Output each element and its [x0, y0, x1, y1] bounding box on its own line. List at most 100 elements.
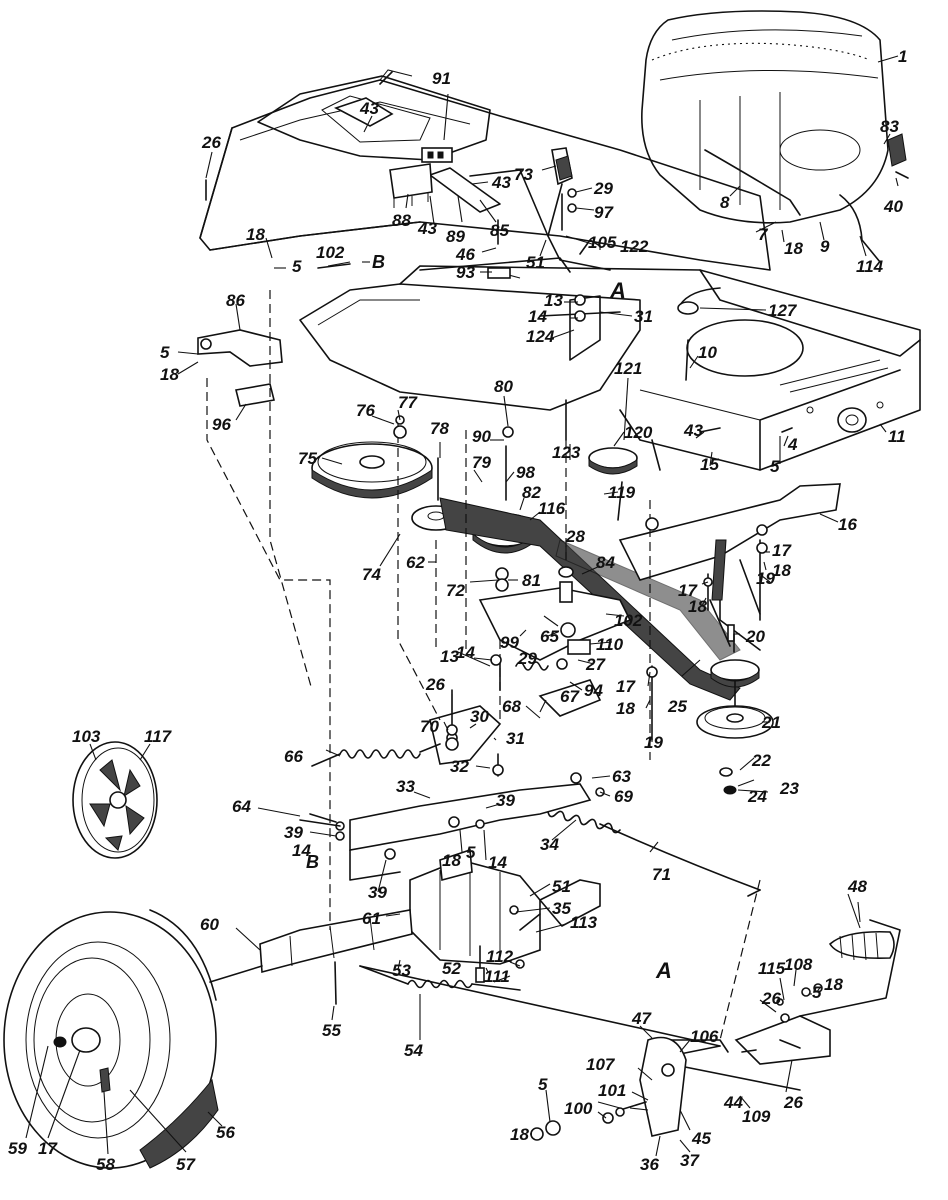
callout-101: 101	[598, 1081, 626, 1100]
callout-17c: 17	[616, 677, 636, 696]
callout-60: 60	[200, 915, 219, 934]
callout-52: 52	[442, 959, 461, 978]
callout-122: 122	[620, 237, 649, 256]
callout-117: 117	[144, 727, 173, 746]
callout-54: 54	[404, 1041, 423, 1060]
callout-105: 105	[588, 233, 617, 252]
callout-56: 56	[216, 1123, 235, 1142]
callout-37: 37	[680, 1151, 700, 1170]
assembly-lines	[206, 290, 761, 1041]
callout-1: 1	[898, 47, 907, 66]
left-brackets	[197, 329, 283, 407]
callout-A: A	[609, 278, 626, 303]
callout-39c: 39	[496, 791, 515, 810]
callout-18b: 18	[246, 225, 265, 244]
callout-17b: 17	[678, 581, 698, 600]
callout-102: 102	[316, 243, 345, 262]
callout-27: 27	[585, 655, 606, 674]
callout-19b: 19	[644, 733, 663, 752]
shift-linkage	[419, 147, 621, 361]
callout-B: B	[372, 252, 385, 272]
callout-19: 19	[756, 569, 775, 588]
callout-61: 61	[362, 909, 381, 928]
callout-5c: 5	[770, 457, 780, 476]
callout-85: 85	[490, 221, 509, 240]
callout-71: 71	[652, 865, 671, 884]
callout-80: 80	[494, 377, 513, 396]
callout-58: 58	[96, 1155, 115, 1174]
callout-18i: 18	[510, 1125, 529, 1144]
callout-31b: 31	[506, 729, 525, 748]
callout-26d: 26	[783, 1093, 803, 1112]
callout-93: 93	[456, 263, 475, 282]
callout-43c: 43	[491, 173, 511, 192]
callout-120: 120	[624, 423, 653, 442]
pulleys-belts	[311, 441, 774, 795]
callout-106: 106	[690, 1027, 719, 1046]
callout-21: 21	[761, 713, 781, 732]
callout-20: 20	[745, 627, 765, 646]
callout-5e: 5	[812, 983, 822, 1002]
rear-wheel	[3, 909, 219, 1169]
callout-91: 91	[432, 69, 451, 88]
callout-16: 16	[838, 515, 857, 534]
callout-33: 33	[396, 777, 415, 796]
callout-31: 31	[634, 307, 653, 326]
callout-36: 36	[640, 1155, 659, 1174]
callout-55: 55	[322, 1021, 341, 1040]
callout-110: 110	[596, 635, 624, 654]
callout-22: 22	[751, 751, 771, 770]
callout-51b: 51	[552, 877, 571, 896]
callout-63: 63	[612, 767, 631, 786]
callout-24: 24	[747, 787, 767, 806]
callout-5f: 5	[538, 1075, 548, 1094]
callout-86: 86	[226, 291, 245, 310]
callout-98: 98	[516, 463, 535, 482]
callout-57: 57	[176, 1155, 196, 1174]
callout-43d: 43	[683, 421, 703, 440]
callout-103: 103	[72, 727, 101, 746]
callout-99: 99	[500, 633, 519, 652]
callout-46: 46	[455, 245, 475, 264]
callout-119: 119	[608, 483, 636, 502]
callout-77: 77	[398, 393, 418, 412]
callout-15: 15	[700, 455, 719, 474]
callout-127: 127	[768, 301, 798, 320]
callout-26b: 26	[425, 675, 445, 694]
callout-18e: 18	[688, 597, 707, 616]
callout-124: 124	[526, 327, 555, 346]
callout-47: 47	[631, 1009, 652, 1028]
callout-10: 10	[698, 343, 717, 362]
callout-13b: 13	[440, 647, 459, 666]
callout-43: 43	[359, 99, 379, 118]
callout-78: 78	[430, 419, 449, 438]
callout-17: 17	[772, 541, 792, 560]
callout-107: 107	[586, 1055, 616, 1074]
callout-115: 115	[758, 959, 786, 978]
callout-14c: 14	[292, 841, 311, 860]
callout-94: 94	[584, 681, 603, 700]
callout-7: 7	[758, 225, 769, 244]
callout-81: 81	[522, 571, 541, 590]
callout-97: 97	[594, 203, 614, 222]
callout-113: 113	[570, 913, 598, 932]
hubcap	[72, 741, 158, 859]
callout-39b: 39	[368, 883, 387, 902]
callout-73: 73	[514, 165, 533, 184]
callout-121: 121	[614, 359, 642, 378]
callout-70: 70	[420, 717, 439, 736]
callout-5: 5	[292, 257, 302, 276]
callout-102b: 102	[614, 611, 643, 630]
callout-83: 83	[880, 117, 899, 136]
callout-B2: B	[306, 852, 319, 872]
callout-68: 68	[502, 697, 521, 716]
callout-32: 32	[450, 757, 469, 776]
callout-26: 26	[201, 133, 221, 152]
callout-62: 62	[406, 553, 425, 572]
callout-44: 44	[723, 1093, 743, 1112]
callout-116: 116	[538, 499, 566, 518]
callout-18d: 18	[772, 561, 791, 580]
callout-66: 66	[284, 747, 303, 766]
callout-100: 100	[564, 1099, 593, 1118]
callout-40: 40	[883, 197, 903, 216]
